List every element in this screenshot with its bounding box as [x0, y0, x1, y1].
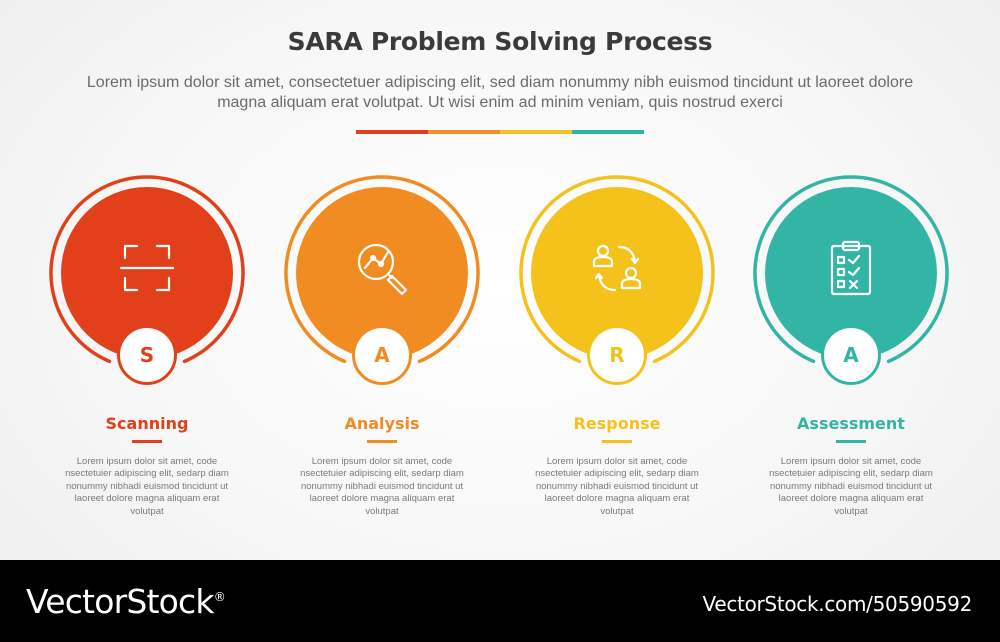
page-title: SARA Problem Solving Process — [287, 27, 713, 56]
step-underline — [367, 440, 397, 443]
magnifier-chart-icon — [352, 238, 412, 298]
divider-segment-3 — [500, 130, 572, 134]
step-ring — [519, 175, 715, 364]
people-exchange-icon — [587, 238, 647, 298]
step-label: Response — [573, 414, 661, 433]
step-analysis: A Analysis Lorem ipsum dolor sit amet, c… — [284, 175, 480, 518]
step-letter-badge: A — [352, 325, 412, 385]
step-description: Lorem ipsum dolor sit amet, code nsectet… — [300, 456, 464, 517]
color-divider — [356, 130, 644, 134]
step-description: Lorem ipsum dolor sit amet, code nsectet… — [535, 456, 699, 517]
step-label: Assessment — [797, 414, 905, 433]
step-response: R Response Lorem ipsum dolor sit amet, c… — [519, 175, 715, 518]
step-ring — [49, 175, 245, 364]
page-subtitle: Lorem ipsum dolor sit amet, consectetuer… — [86, 74, 914, 111]
divider-segment-4 — [572, 130, 644, 134]
step-scanning: S Scanning Lorem ipsum dolor sit amet, c… — [49, 175, 245, 518]
step-ring — [284, 175, 480, 364]
step-label: Analysis — [344, 414, 420, 433]
watermark-footer: VectorStock® VectorStock.com/50590592 — [0, 560, 1000, 642]
divider-segment-1 — [356, 130, 428, 134]
step-underline — [602, 440, 632, 443]
step-assessment: A Assessment Lorem ipsum dolor sit amet,… — [753, 175, 949, 518]
step-letter-badge: R — [587, 325, 647, 385]
divider-segment-2 — [428, 130, 500, 134]
step-letter-badge: S — [117, 325, 177, 385]
scan-frame-icon — [117, 238, 177, 298]
step-underline — [836, 440, 866, 443]
step-underline — [132, 440, 162, 443]
step-letter-badge: A — [821, 325, 881, 385]
stock-reference: VectorStock.com/50590592 — [702, 592, 973, 616]
vectorstock-logo: VectorStock® — [26, 582, 226, 621]
step-description: Lorem ipsum dolor sit amet, code nsectet… — [65, 456, 229, 517]
step-description: Lorem ipsum dolor sit amet, code nsectet… — [769, 456, 933, 517]
clipboard-checklist-icon — [821, 238, 881, 298]
step-label: Scanning — [105, 414, 189, 433]
